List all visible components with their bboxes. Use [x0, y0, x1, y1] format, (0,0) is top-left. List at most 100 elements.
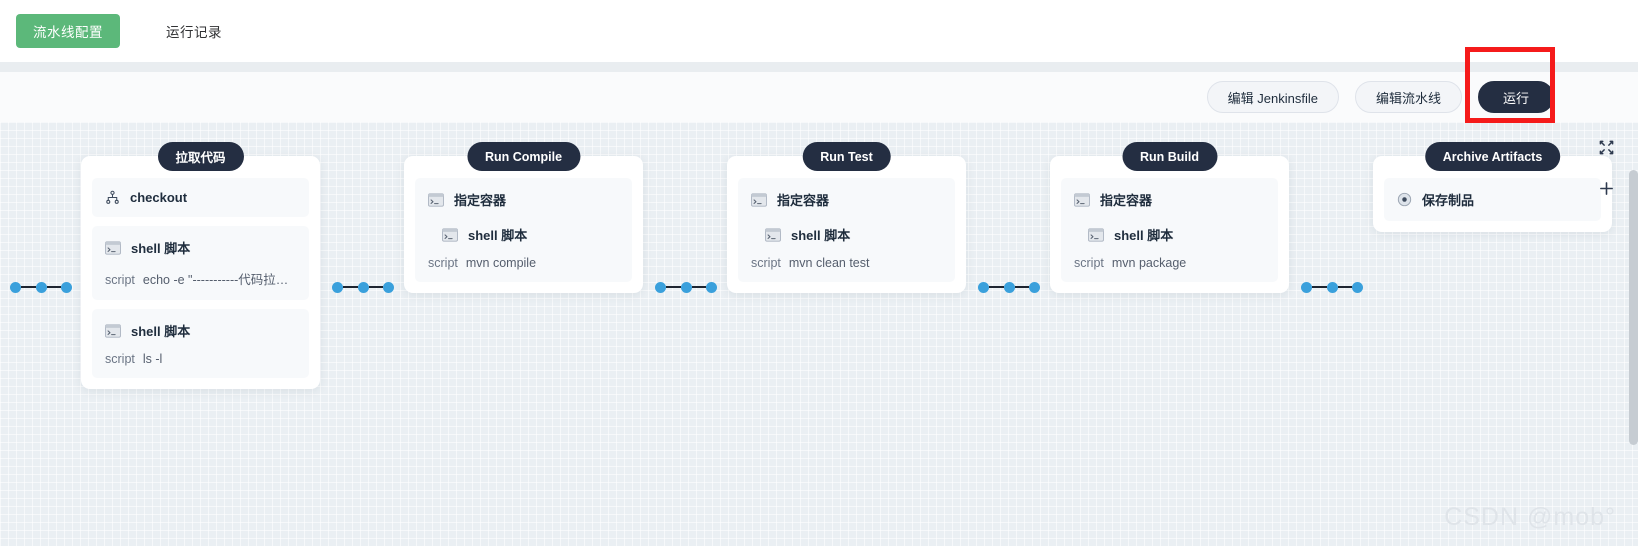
step-title: 指定容器 — [454, 193, 507, 208]
step-title: shell 脚本 — [1114, 228, 1174, 243]
terminal-icon — [428, 192, 444, 207]
connector-dot — [1029, 281, 1040, 293]
step-title: shell 脚本 — [791, 228, 851, 243]
connector-start — [10, 281, 72, 293]
stage-badge[interactable]: 拉取代码 — [157, 142, 244, 171]
connector-line — [666, 285, 681, 289]
canvas-tools — [1592, 136, 1620, 199]
connector — [332, 281, 394, 293]
substep-shell-script[interactable]: shell 脚本 — [1074, 225, 1265, 244]
connector-dot — [332, 281, 343, 293]
connector-line — [989, 285, 1004, 289]
connector-dot — [706, 281, 717, 293]
tab-pipeline-config[interactable]: 流水线配置 — [16, 14, 120, 48]
step-title: 指定容器 — [1100, 193, 1153, 208]
step-title: checkout — [130, 190, 188, 205]
stage-badge[interactable]: Archive Artifacts — [1424, 142, 1561, 171]
connector — [1301, 281, 1363, 293]
step-title: shell 脚本 — [468, 228, 528, 243]
step-body: script echo -e "-----------代码拉取成功… — [105, 269, 296, 288]
step-key: script — [105, 352, 135, 366]
connector-dot — [978, 281, 989, 293]
terminal-icon — [105, 323, 121, 338]
connector-dot — [10, 281, 21, 293]
edit-jenkinsfile-button[interactable]: 编辑 Jenkinsfile — [1206, 81, 1339, 113]
terminal-icon — [105, 240, 121, 255]
archive-dot-icon — [1397, 192, 1412, 207]
connector-line — [1312, 285, 1327, 289]
step-title: 保存制品 — [1422, 193, 1475, 208]
step-value: echo -e "-----------代码拉取成功… — [142, 273, 296, 287]
step-key: script — [1074, 256, 1104, 270]
connector-dot — [35, 281, 47, 293]
step-body: script mvn compile — [428, 256, 619, 270]
connector-dot — [1301, 281, 1312, 293]
step-value: mvn clean test — [788, 256, 870, 270]
step-shell-script[interactable]: shell 脚本 script ls -l — [92, 309, 309, 378]
step-specify-container[interactable]: 指定容器 — [415, 178, 632, 282]
connector — [978, 281, 1040, 293]
stage-row: 拉取代码 checkou — [0, 122, 1638, 546]
step-title: shell 脚本 — [131, 324, 191, 339]
connector-dot — [383, 281, 394, 293]
edit-pipeline-button[interactable]: 编辑流水线 — [1354, 81, 1462, 113]
connector-line — [1337, 285, 1352, 289]
terminal-icon — [1088, 227, 1104, 242]
step-key: script — [751, 256, 781, 270]
watermark: CSDN @mob° — [1444, 503, 1616, 531]
step-key: script — [428, 256, 458, 270]
step-value: mvn compile — [465, 256, 537, 270]
step-body: script mvn clean test — [751, 256, 942, 270]
stage-card[interactable]: 指定容器 — [404, 156, 643, 293]
vertical-scrollbar[interactable] — [1629, 170, 1638, 445]
stage-badge[interactable]: Run Build — [1121, 142, 1218, 171]
terminal-icon — [751, 192, 767, 207]
connector-dot — [655, 281, 666, 293]
substep-shell-script[interactable]: shell 脚本 — [751, 225, 942, 244]
step-value: mvn package — [1111, 256, 1187, 270]
connector-dot — [61, 281, 72, 293]
stage-card[interactable]: checkout — [81, 156, 320, 389]
terminal-icon — [442, 227, 458, 242]
terminal-icon — [765, 227, 781, 242]
stage-card[interactable]: 保存制品 — [1373, 156, 1612, 232]
connector-line — [368, 285, 383, 289]
connector-line — [691, 285, 706, 289]
step-save-artifact[interactable]: 保存制品 — [1384, 178, 1601, 221]
connector-dot — [357, 281, 369, 293]
step-specify-container[interactable]: 指定容器 — [738, 178, 955, 282]
fullscreen-icon[interactable] — [1595, 136, 1617, 158]
step-specify-container[interactable]: 指定容器 — [1061, 178, 1278, 282]
connector-line — [21, 285, 36, 289]
step-shell-script[interactable]: shell 脚本 script echo -e "-----------代码拉取成… — [92, 226, 309, 300]
connector-line — [343, 285, 358, 289]
connector-dot — [1326, 281, 1338, 293]
connector — [655, 281, 717, 293]
connector-dot — [1352, 281, 1363, 293]
step-key: script — [105, 273, 135, 287]
connector-dot — [1003, 281, 1015, 293]
step-body: script mvn package — [1074, 256, 1265, 270]
step-value: ls -l — [142, 352, 163, 366]
substep-shell-script[interactable]: shell 脚本 — [428, 225, 619, 244]
plus-icon[interactable] — [1595, 177, 1617, 199]
tab-bar-divider — [0, 62, 1638, 72]
connector-dot — [680, 281, 692, 293]
terminal-icon — [1074, 192, 1090, 207]
stage-badge[interactable]: Run Test — [802, 142, 891, 171]
run-button[interactable]: 运行 — [1477, 81, 1554, 113]
step-title: shell 脚本 — [131, 241, 191, 256]
tab-run-records[interactable]: 运行记录 — [166, 25, 222, 40]
action-toolbar: 编辑 Jenkinsfile 编辑流水线 运行 — [0, 72, 1638, 122]
connector-line — [1014, 285, 1029, 289]
pipeline-canvas[interactable]: 拉取代码 checkou — [0, 122, 1638, 546]
tab-bar: 流水线配置 运行记录 — [0, 0, 1638, 62]
step-checkout[interactable]: checkout — [92, 178, 309, 217]
stage-badge[interactable]: Run Compile — [466, 142, 581, 171]
step-title: 指定容器 — [777, 193, 830, 208]
stage-card[interactable]: 指定容器 — [1050, 156, 1289, 293]
connector-line — [46, 285, 61, 289]
git-branch-icon — [105, 190, 120, 205]
stage-card[interactable]: 指定容器 — [727, 156, 966, 293]
